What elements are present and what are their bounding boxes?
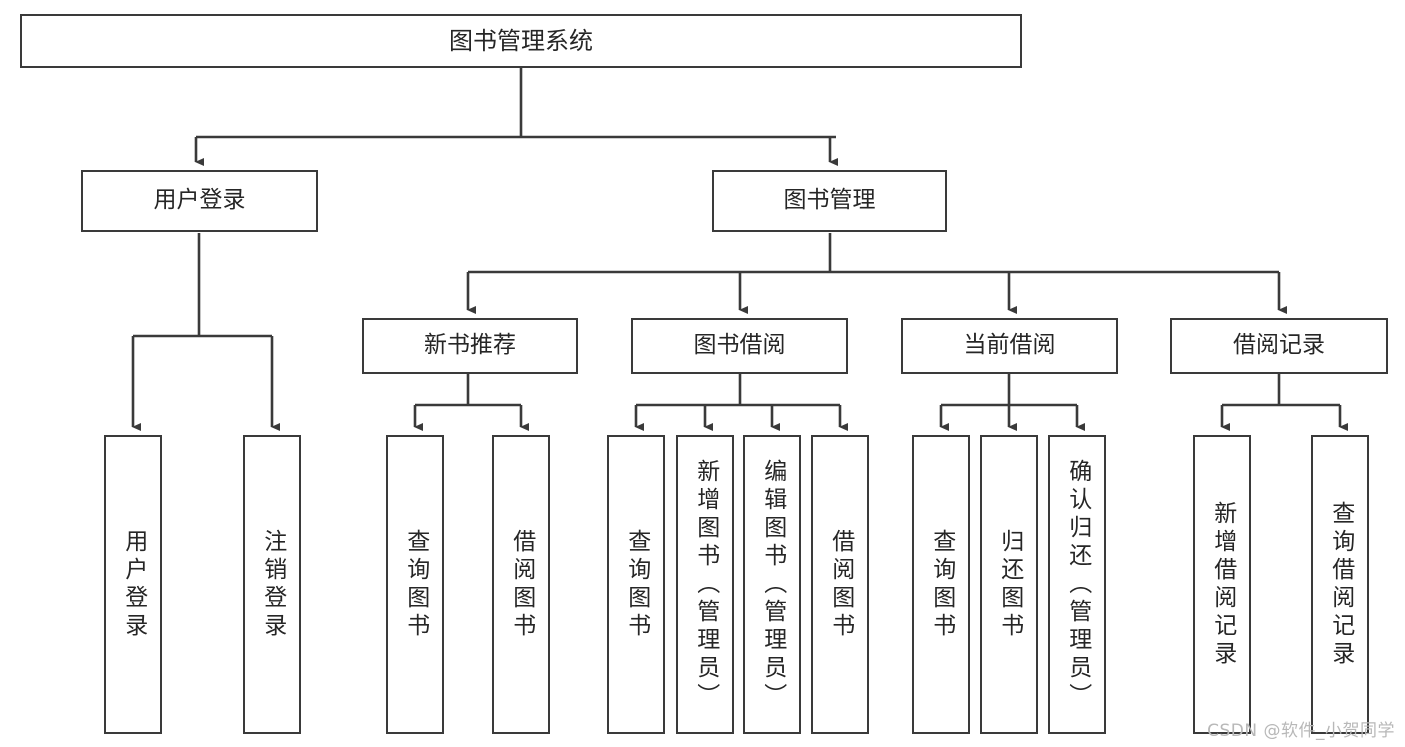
node-leaf-query-book-1-label: 查询图书 — [402, 528, 429, 641]
node-user-login[interactable]: 用户登录 — [81, 170, 318, 232]
node-leaf-return-book[interactable]: 归还图书 — [980, 435, 1038, 734]
node-leaf-query-book-2-label: 查询图书 — [623, 528, 650, 641]
node-leaf-edit-book-label: 编辑图书（管理员） — [759, 458, 786, 711]
node-leaf-user-login[interactable]: 用户登录 — [104, 435, 162, 734]
csdn-watermark: CSDN @软件_小贺同学 — [1207, 721, 1395, 741]
node-leaf-query-book-3-label: 查询图书 — [928, 528, 955, 641]
node-leaf-query-book-3[interactable]: 查询图书 — [912, 435, 970, 734]
node-leaf-add-record-label: 新增借阅记录 — [1209, 500, 1236, 669]
node-leaf-add-record[interactable]: 新增借阅记录 — [1193, 435, 1251, 734]
node-leaf-return-book-label: 归还图书 — [996, 528, 1023, 641]
node-leaf-query-book-1[interactable]: 查询图书 — [386, 435, 444, 734]
node-leaf-borrow-book-1[interactable]: 借阅图书 — [492, 435, 550, 734]
node-book-management[interactable]: 图书管理 — [712, 170, 947, 232]
node-leaf-add-book-label: 新增图书（管理员） — [692, 458, 719, 711]
node-leaf-borrow-book-2[interactable]: 借阅图书 — [811, 435, 869, 734]
node-new-book-recommend-label: 新书推荐 — [424, 332, 516, 359]
node-current-borrow[interactable]: 当前借阅 — [901, 318, 1118, 374]
node-leaf-logout[interactable]: 注销登录 — [243, 435, 301, 734]
node-leaf-query-record[interactable]: 查询借阅记录 — [1311, 435, 1369, 734]
node-current-borrow-label: 当前借阅 — [963, 332, 1056, 359]
node-borrow-record[interactable]: 借阅记录 — [1170, 318, 1388, 374]
node-root-system[interactable]: 图书管理系统 — [20, 14, 1022, 68]
node-book-management-label: 图书管理 — [783, 187, 876, 214]
node-leaf-query-book-2[interactable]: 查询图书 — [607, 435, 665, 734]
node-new-book-recommend[interactable]: 新书推荐 — [362, 318, 578, 374]
node-leaf-borrow-book-1-label: 借阅图书 — [508, 528, 535, 641]
node-leaf-confirm-return-label: 确认归还（管理员） — [1064, 458, 1091, 711]
node-leaf-logout-label: 注销登录 — [259, 528, 286, 641]
node-book-borrow-label: 图书借阅 — [693, 332, 786, 359]
node-leaf-borrow-book-2-label: 借阅图书 — [827, 528, 854, 641]
node-leaf-user-login-label: 用户登录 — [120, 528, 147, 641]
node-leaf-edit-book[interactable]: 编辑图书（管理员） — [743, 435, 801, 734]
node-user-login-label: 用户登录 — [153, 187, 246, 214]
node-leaf-add-book[interactable]: 新增图书（管理员） — [676, 435, 734, 734]
node-leaf-query-record-label: 查询借阅记录 — [1327, 500, 1354, 669]
node-book-borrow[interactable]: 图书借阅 — [631, 318, 848, 374]
node-leaf-confirm-return[interactable]: 确认归还（管理员） — [1048, 435, 1106, 734]
node-root-system-label: 图书管理系统 — [449, 26, 593, 55]
node-borrow-record-label: 借阅记录 — [1233, 332, 1325, 359]
